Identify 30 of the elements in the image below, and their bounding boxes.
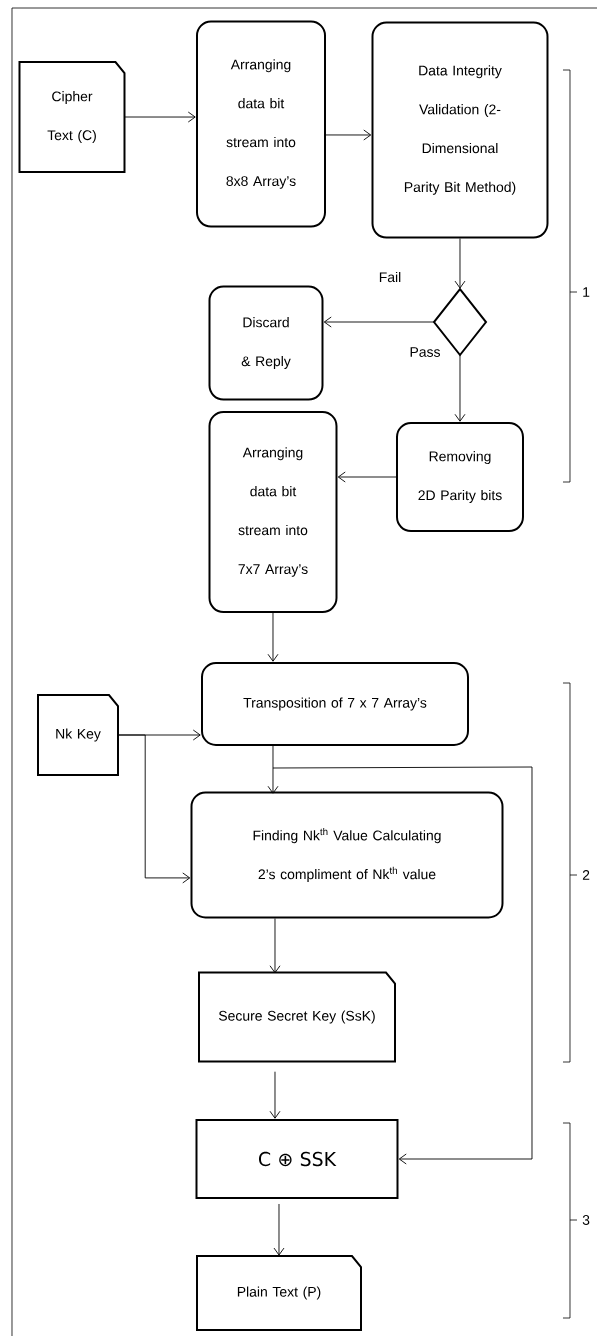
- section-number: 2: [582, 870, 590, 880]
- arrow: [454, 238, 466, 289]
- arrow: [454, 354, 466, 422]
- edge-label: Fail: [377, 270, 403, 284]
- card-box: Nk Key: [37, 694, 119, 776]
- arrow: [124, 111, 196, 123]
- arrow: [323, 316, 435, 328]
- arrow: [117, 734, 191, 884]
- arrow: [325, 129, 372, 141]
- arrow: [273, 1203, 285, 1256]
- operation-box: C ⊕ SSK: [195, 1119, 399, 1199]
- card-box: Secure Secret Key (SsK): [198, 971, 396, 1063]
- edge-label: Pass: [408, 346, 442, 358]
- process-box: Removing 2D Parity bits: [396, 422, 524, 532]
- process-box: Data Integrity Validation (2-Dimensional Parity Bit Method): [371, 21, 549, 239]
- arrow: [272, 766, 533, 1165]
- process-box: Finding Nk$^{th}$ Value Calculating 2’s compliment of Nk$^{th}$ value: [190, 791, 504, 919]
- arrow: [337, 471, 397, 483]
- process-box: Arranging data bit stream into 7x7 Array’s: [208, 411, 338, 613]
- process-box: Arranging data bit stream into 8x8 Array’s: [196, 20, 326, 228]
- process-box: Discard & Reply: [208, 285, 324, 401]
- arrow: [269, 918, 281, 974]
- card-box: Plain Text (P): [196, 1255, 362, 1331]
- card-box: Cipher Text (C): [18, 61, 126, 173]
- section-number: 1: [583, 287, 590, 297]
- process-box: Transposition of 7 x 7 Array’s: [201, 662, 469, 746]
- arrow: [267, 745, 279, 794]
- arrow: [267, 612, 279, 662]
- section-number: 3: [582, 1215, 590, 1225]
- arrow: [269, 1071, 281, 1119]
